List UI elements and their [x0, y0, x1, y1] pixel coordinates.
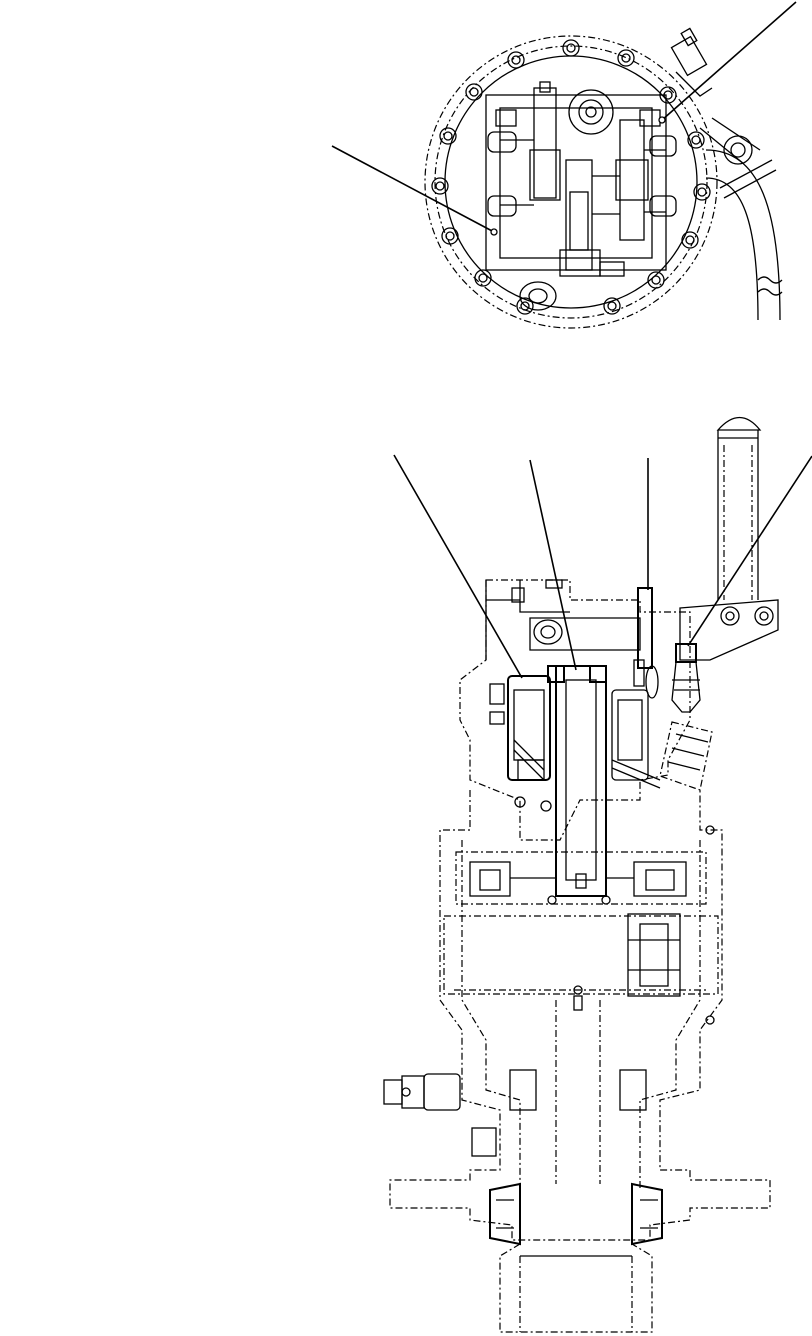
left-spool: [489, 675, 551, 781]
housing-outer-ring: [424, 35, 718, 329]
right-spool: [611, 689, 661, 789]
leader-line-4: [529, 459, 577, 671]
control-rod: [633, 587, 659, 699]
output-shaft: [499, 1243, 653, 1333]
lower-bearings: [489, 1069, 663, 1246]
spool-valves: [500, 81, 666, 271]
leader-line-3: [393, 454, 523, 679]
housing-inner-ring: [434, 45, 708, 319]
left-fitting: [383, 1073, 497, 1157]
sensor-plug: [671, 643, 701, 713]
angled-connector: [659, 721, 713, 791]
bolt-holes: [431, 39, 711, 315]
lower-band: [443, 913, 719, 1011]
bottom-fitting: [519, 249, 625, 311]
bracket-plate: [679, 599, 779, 661]
section-view: [383, 416, 812, 1333]
leader-line-1: [331, 145, 495, 233]
vertical-pipe: [716, 416, 762, 600]
center-boss: [568, 89, 614, 135]
gear-band: [455, 851, 707, 905]
leader-line-6: [687, 455, 812, 647]
leader-line-2: [661, 1, 797, 121]
small-bolts: [514, 796, 715, 1025]
valve-block: [485, 94, 667, 271]
pipe-right: [699, 117, 783, 321]
top-right-fitting: [670, 27, 713, 97]
middle-body: [389, 790, 771, 1241]
top-view: [331, 1, 797, 329]
upper-housing: [459, 579, 691, 841]
central-shaft: [547, 665, 607, 897]
